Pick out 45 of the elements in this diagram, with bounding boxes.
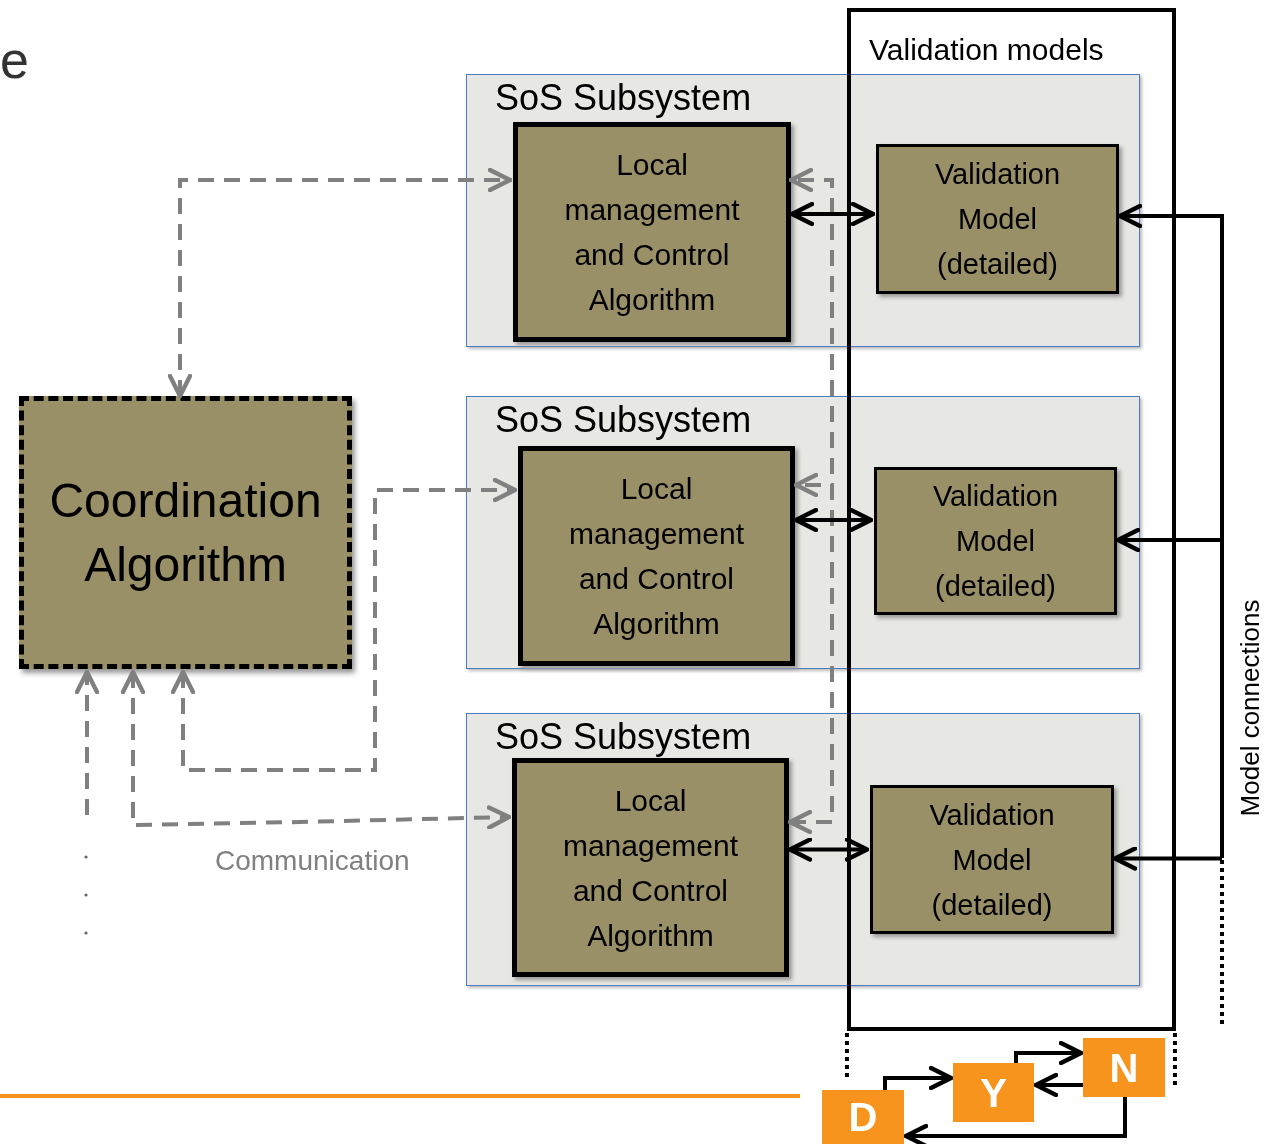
arrow bbox=[1115, 527, 1222, 553]
arrow bbox=[167, 167, 513, 399]
process-box bbox=[518, 446, 795, 666]
arrow bbox=[1112, 846, 1222, 871]
caption-text: Communication bbox=[215, 845, 410, 877]
state-letter: N bbox=[1108, 1045, 1140, 1090]
box-label: Local management and Control Algorithm bbox=[567, 471, 746, 642]
box-label: Local management and Control Algorithm bbox=[563, 147, 741, 318]
model-box bbox=[874, 467, 1117, 615]
axis-label: Model connections bbox=[1234, 599, 1266, 817]
arrow bbox=[903, 1097, 1127, 1144]
arrow bbox=[1014, 1040, 1084, 1066]
box-label: Validation Model (detailed) bbox=[928, 797, 1056, 923]
model-box bbox=[870, 785, 1114, 934]
arrow bbox=[1033, 1072, 1083, 1098]
process-box bbox=[513, 122, 791, 342]
panel-title: SoS Subsystem bbox=[495, 77, 752, 119]
arrow bbox=[883, 1065, 954, 1091]
title-fragment: e bbox=[0, 30, 29, 90]
arrow bbox=[1117, 203, 1224, 858]
panel-title: SoS Subsystem bbox=[495, 716, 752, 758]
box-label: Validation Model (detailed) bbox=[931, 478, 1060, 604]
arrow bbox=[787, 837, 870, 862]
arrow bbox=[793, 507, 874, 533]
frame-title: Validation models bbox=[869, 33, 1104, 67]
arrow bbox=[120, 669, 512, 830]
subsystem-panel bbox=[466, 74, 1140, 347]
arrow bbox=[74, 669, 100, 815]
box-label: Local management and Control Algorithm bbox=[561, 782, 740, 954]
state-box bbox=[1083, 1038, 1165, 1097]
panel-title: SoS Subsystem bbox=[495, 399, 752, 441]
model-box bbox=[876, 144, 1119, 294]
state-box bbox=[953, 1063, 1034, 1122]
box-label: Validation Model (detailed) bbox=[933, 156, 1062, 282]
box-label: Coordination Algorithm bbox=[48, 472, 323, 593]
arrow bbox=[789, 201, 876, 227]
process-box bbox=[512, 758, 789, 977]
subsystem-panel bbox=[466, 713, 1140, 986]
subsystem-panel bbox=[466, 396, 1140, 669]
state-letter: D bbox=[847, 1095, 879, 1139]
state-box bbox=[822, 1090, 904, 1144]
arrow bbox=[787, 167, 834, 835]
coordination-box bbox=[19, 396, 352, 669]
state-letter: Y bbox=[979, 1070, 1008, 1115]
arrow bbox=[170, 477, 518, 772]
